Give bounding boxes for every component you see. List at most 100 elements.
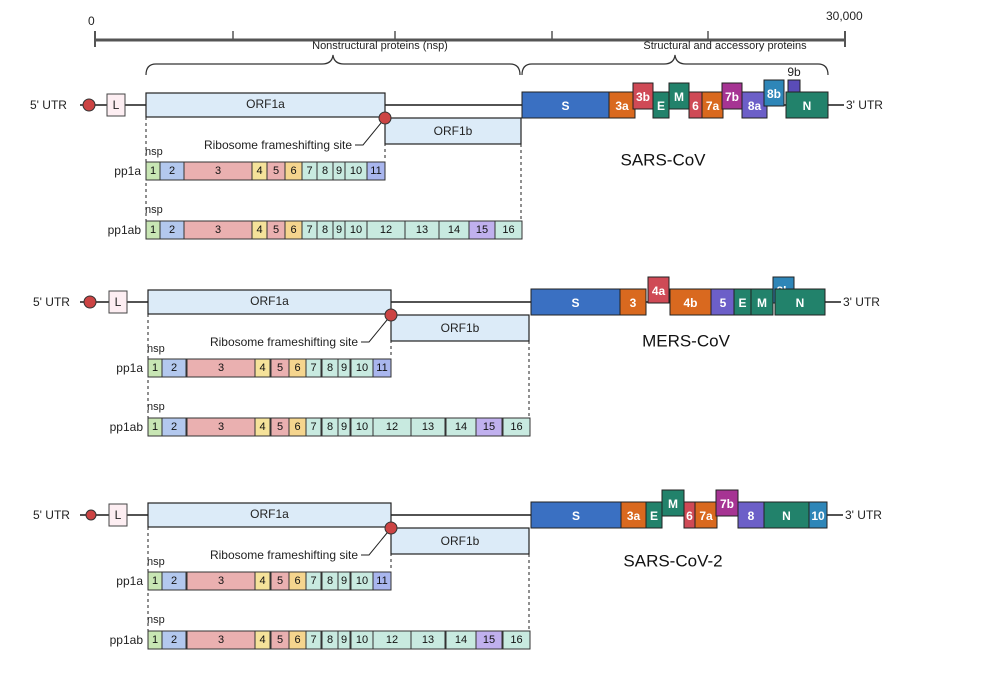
pp1a-nsp-7-label: 7 (306, 165, 312, 177)
pp1ab-nsp-14-label: 14 (455, 634, 467, 646)
pp1ab-nsp-1-label: 1 (152, 421, 158, 433)
gene-4a-box (647, 276, 670, 304)
pp1ab-nsp-15 (475, 417, 503, 437)
pp1ab-nsp-10-label: 10 (356, 634, 368, 646)
pp1a-nsp-4-label: 4 (259, 362, 265, 374)
pp1a-nsp-3-label: 3 (218, 575, 224, 587)
pp1a-nsp-7-label: 7 (310, 362, 316, 374)
pp1ab-nsp-8-label: 8 (327, 634, 333, 646)
pp1ab-nsp-15 (475, 630, 503, 650)
pp1a-nsp-2 (161, 571, 187, 591)
pp1ab-nsp-12-label: 12 (386, 421, 398, 433)
pp1a-label: pp1a (116, 574, 143, 588)
gene-4b-label: 4b (683, 296, 697, 310)
frameshift-site-marker (384, 308, 398, 322)
gene-s-label: S (572, 509, 580, 523)
pp1a-nsp-8-label: 8 (327, 575, 333, 587)
nsp-caption: nsp (147, 614, 165, 626)
pp1a-nsp-9-label: 9 (336, 165, 342, 177)
scale-start-label: 0 (88, 14, 95, 28)
gene-s-box (530, 501, 622, 529)
pp1ab-nsp-10-label: 10 (356, 421, 368, 433)
gene-8b-box (763, 79, 785, 107)
gene-10-label: 10 (811, 509, 825, 523)
virus-name-label: SARS-CoV-2 (623, 552, 722, 571)
gene-n-box (785, 91, 829, 119)
gene-3b-label: 3b (636, 90, 650, 104)
pp1ab-nsp-4 (254, 630, 271, 650)
utr5-cap-marker (82, 98, 96, 112)
pp1a-nsp-10-label: 10 (350, 165, 362, 177)
orf1a-box (147, 502, 392, 528)
pp1a-nsp-11-label: 11 (376, 362, 387, 374)
pp1ab-nsp-3-label: 3 (218, 421, 224, 433)
orf1a-box (147, 289, 392, 315)
gene-e-label: E (657, 99, 665, 113)
frameshift-pointer (355, 122, 382, 146)
pp1ab-nsp-16 (502, 630, 531, 650)
pp1ab-nsp-1-label: 1 (152, 634, 158, 646)
pp1ab-nsp-6-label: 6 (294, 634, 300, 646)
pp1ab-nsp-5-label: 5 (273, 224, 279, 236)
pp1a-nsp-7 (305, 358, 322, 378)
frameshift-pointer (361, 319, 388, 343)
gene-s-label: S (571, 296, 579, 310)
pp1a-nsp-4-label: 4 (259, 575, 265, 587)
orf1b-box (390, 314, 530, 342)
pp1ab-nsp-12-label: 12 (386, 634, 398, 646)
pp1ab-nsp-16 (494, 220, 523, 240)
scale-end-label: 30,000 (826, 9, 863, 23)
pp1ab-nsp-8-label: 8 (327, 421, 333, 433)
pp1a-nsp-7-label: 7 (310, 575, 316, 587)
pp1ab-nsp-13-label: 13 (422, 634, 434, 646)
utr5-cap-marker (83, 295, 97, 309)
gene-n-label: N (796, 296, 805, 310)
pp1a-nsp-2-label: 2 (171, 575, 177, 587)
pp1a-nsp-10-label: 10 (356, 362, 368, 374)
pp1a-nsp-5-label: 5 (277, 362, 283, 374)
pp1ab-nsp-8-label: 8 (322, 224, 328, 236)
gene-3a-label: 3a (615, 99, 629, 113)
pp1ab-nsp-5-label: 5 (277, 421, 283, 433)
pp1a-nsp-2-label: 2 (169, 165, 175, 177)
gene-7b-label: 7b (720, 497, 734, 511)
gene-n-box (774, 288, 826, 316)
pp1ab-nsp-6-label: 6 (294, 421, 300, 433)
gene-s-box (530, 288, 621, 316)
pp1ab-nsp-4-label: 4 (256, 224, 262, 236)
pp1a-nsp-9-label: 9 (341, 575, 347, 587)
frameshift-label: Ribosome frameshifting site (210, 335, 358, 349)
pp1ab-nsp-15-label: 15 (476, 224, 488, 236)
leader-label: L (115, 295, 122, 309)
utr3-label: 3' UTR (846, 98, 883, 112)
pp1ab-nsp-15-label: 15 (483, 634, 495, 646)
nsp-bracket: Nonstructural proteins (nsp) (145, 40, 521, 76)
gene-7b-label: 7b (725, 90, 739, 104)
pp1ab-nsp-6-label: 6 (290, 224, 296, 236)
gene-3-box (619, 288, 647, 316)
pp1a-nsp-9 (337, 358, 351, 378)
pp1ab-nsp-7-label: 7 (310, 421, 316, 433)
utr5-cap-marker (85, 509, 97, 521)
pp1a-nsp-11 (372, 571, 392, 591)
pp1ab-nsp-15-label: 15 (483, 421, 495, 433)
gene-e-label: E (650, 509, 658, 523)
pp1ab-nsp-5-label: 5 (277, 634, 283, 646)
gene-6-label: 6 (686, 509, 693, 523)
pp1ab-nsp-12-label: 12 (380, 224, 392, 236)
pp1a-label: pp1a (114, 164, 141, 178)
orf1b-box (390, 527, 530, 555)
utr3-label: 3' UTR (845, 508, 882, 522)
pp1ab-nsp-3-label: 3 (215, 224, 221, 236)
pp1ab-nsp-10-label: 10 (350, 224, 362, 236)
pp1a-label: pp1a (116, 361, 143, 375)
pp1ab-nsp-4-label: 4 (259, 634, 265, 646)
pp1ab-nsp-16 (502, 417, 531, 437)
pp1a-nsp-6-label: 6 (290, 165, 296, 177)
frameshift-site-marker (378, 111, 392, 125)
orf1b-box (384, 117, 522, 145)
leader-box (108, 290, 128, 314)
pp1ab-nsp-2-label: 2 (171, 421, 177, 433)
pp1ab-label: pp1ab (108, 223, 142, 237)
